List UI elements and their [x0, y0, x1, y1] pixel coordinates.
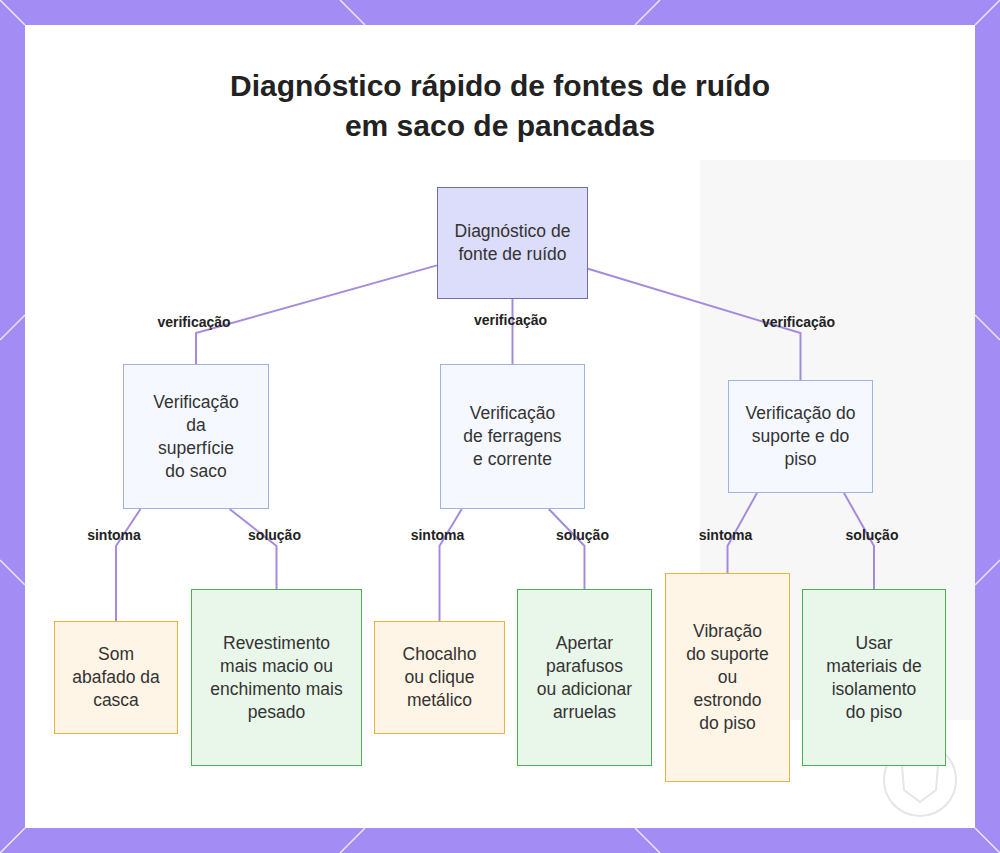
root-box: Diagnóstico de fonte de ruído — [437, 187, 588, 299]
edge-label: verificação — [474, 312, 547, 328]
node-text: Apertar parafusos ou adicionar arruelas — [534, 632, 635, 724]
node-text: Vibração do suporte ou estrondo do piso — [684, 620, 771, 735]
node-text: Usar materiais de isolamento do piso — [825, 632, 923, 724]
edge-label: solução — [556, 527, 609, 543]
node-text: Som abafado da casca — [71, 643, 161, 712]
edge-label: sintoma — [699, 527, 753, 543]
edge-label: verificação — [762, 314, 835, 330]
node-text-group: Vibração do suporte ou estrondo do piso — [684, 620, 771, 735]
diagram-title: Diagnóstico rápido de fontes de ruído em… — [215, 66, 785, 146]
node-text-group: Verificação de ferragens e corrente — [463, 402, 562, 471]
solution-box: Usar materiais de isolamento do piso — [802, 589, 946, 766]
symptom-box: Chocalho ou clique metálico — [374, 621, 505, 734]
symptom-box: Vibração do suporte ou estrondo do piso — [665, 573, 790, 782]
node-text-group: Apertar parafusos ou adicionar arruelas — [534, 632, 635, 724]
connector-line — [512, 299, 514, 364]
node-text: Chocalho ou clique metálico — [391, 643, 488, 712]
connector-line — [116, 509, 141, 621]
node-text-group: Chocalho ou clique metálico — [391, 643, 488, 712]
node-text-group: Revestimento mais macio ou enchimento ma… — [206, 632, 347, 724]
connector-line — [549, 509, 585, 589]
node-text-group: Verificação do suporte e do piso — [743, 402, 858, 471]
check-box: Verificação de ferragens e corrente — [440, 364, 585, 509]
connector-line — [196, 265, 437, 364]
edge-label: sintoma — [411, 527, 465, 543]
white-panel — [25, 25, 975, 828]
node-text-group: Diagnóstico de fonte de ruído — [454, 220, 571, 266]
solution-box: Apertar parafusos ou adicionar arruelas — [517, 589, 652, 766]
node-text-group: Verificação da superfície do saco — [146, 391, 246, 483]
symptom-box: Som abafado da casca — [54, 621, 178, 734]
edge-label: verificação — [157, 314, 230, 330]
node-text: Verificação de ferragens e corrente — [463, 402, 562, 471]
connector-line — [230, 509, 277, 589]
node-text: Diagnóstico de fonte de ruído — [454, 220, 571, 266]
connector-line — [440, 509, 462, 621]
edge-label: solução — [248, 527, 301, 543]
node-text: Revestimento mais macio ou enchimento ma… — [206, 632, 347, 724]
edge-label: solução — [846, 527, 899, 543]
node-text: Verificação do suporte e do piso — [743, 402, 858, 471]
node-text-group: Som abafado da casca — [71, 643, 161, 712]
node-text-group: Usar materiais de isolamento do piso — [825, 632, 923, 724]
solution-box: Revestimento mais macio ou enchimento ma… — [191, 589, 362, 766]
check-box: Verificação do suporte e do piso — [728, 380, 873, 493]
edge-label: sintoma — [87, 527, 141, 543]
node-text: Verificação da superfície do saco — [146, 391, 246, 483]
check-box: Verificação da superfície do saco — [123, 364, 269, 509]
